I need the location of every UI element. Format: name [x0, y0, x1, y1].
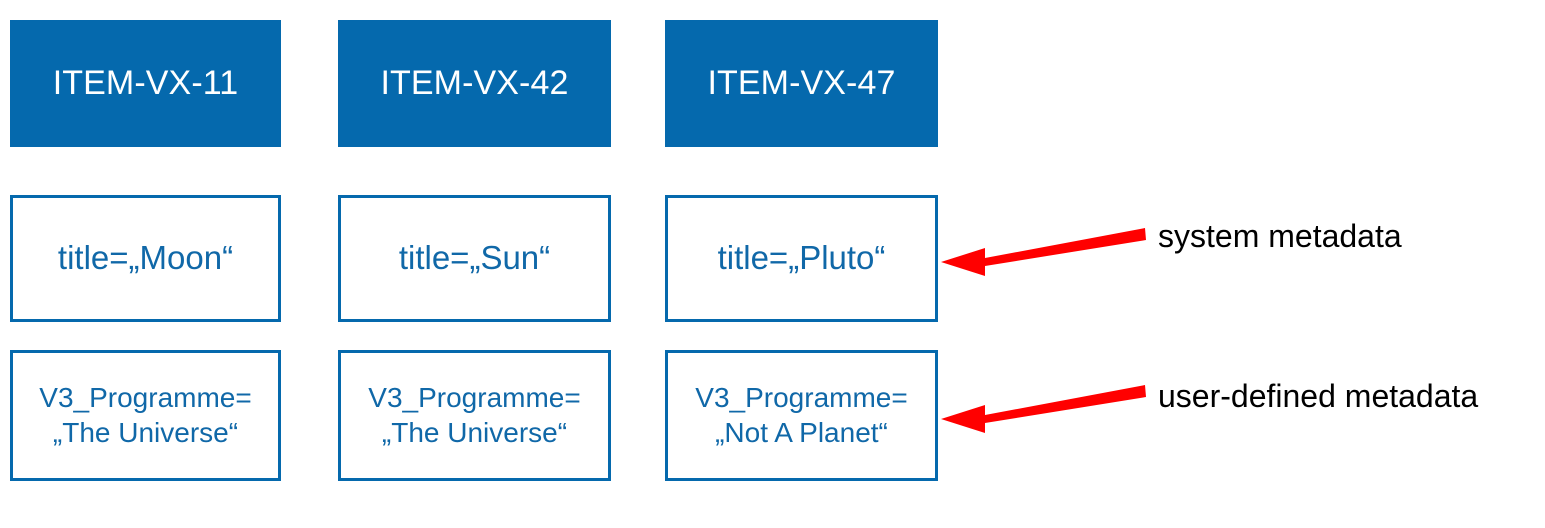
user-defined-metadata-arrow	[941, 385, 1146, 433]
item-header-box-2: ITEM-VX-42	[338, 20, 611, 147]
user-metadata-line1-1: V3_Programme=	[39, 382, 252, 414]
system-metadata-label-3: title=„Pluto“	[717, 239, 886, 277]
system-metadata-annotation-label: system metadata	[1158, 218, 1402, 254]
item-header-label-2: ITEM-VX-42	[380, 64, 569, 102]
user-metadata-line1-3: V3_Programme=	[695, 382, 908, 414]
user-defined-metadata-annotation-label: user-defined metadata	[1158, 378, 1479, 414]
item-header-box-3: ITEM-VX-47	[665, 20, 938, 147]
item-header-label-3: ITEM-VX-47	[707, 64, 896, 102]
user-metadata-text-2: V3_Programme= „The Universe“	[368, 381, 580, 449]
user-defined-metadata-arrow-shape	[941, 385, 1146, 433]
user-metadata-line2-3: „Not A Planet“	[715, 416, 888, 448]
system-metadata-arrow	[941, 228, 1146, 276]
user-metadata-text-1: V3_Programme= „The Universe“	[39, 381, 251, 449]
system-metadata-box-3: title=„Pluto“	[665, 195, 938, 322]
user-metadata-box-3: V3_Programme= „Not A Planet“	[665, 350, 938, 481]
item-header-label-1: ITEM-VX-11	[52, 64, 239, 102]
item-header-box-1: ITEM-VX-11	[10, 20, 281, 147]
user-metadata-line1-2: V3_Programme=	[368, 382, 581, 414]
system-metadata-label-1: title=„Moon“	[57, 239, 234, 277]
user-metadata-line2-1: „The Universe“	[52, 416, 239, 448]
system-metadata-label-2: title=„Sun“	[398, 239, 551, 277]
user-metadata-box-2: V3_Programme= „The Universe“	[338, 350, 611, 481]
user-metadata-line2-2: „The Universe“	[381, 416, 568, 448]
system-metadata-box-1: title=„Moon“	[10, 195, 281, 322]
user-metadata-text-3: V3_Programme= „Not A Planet“	[695, 381, 907, 449]
user-metadata-box-1: V3_Programme= „The Universe“	[10, 350, 281, 481]
system-metadata-arrow-shape	[941, 228, 1146, 276]
system-metadata-box-2: title=„Sun“	[338, 195, 611, 322]
